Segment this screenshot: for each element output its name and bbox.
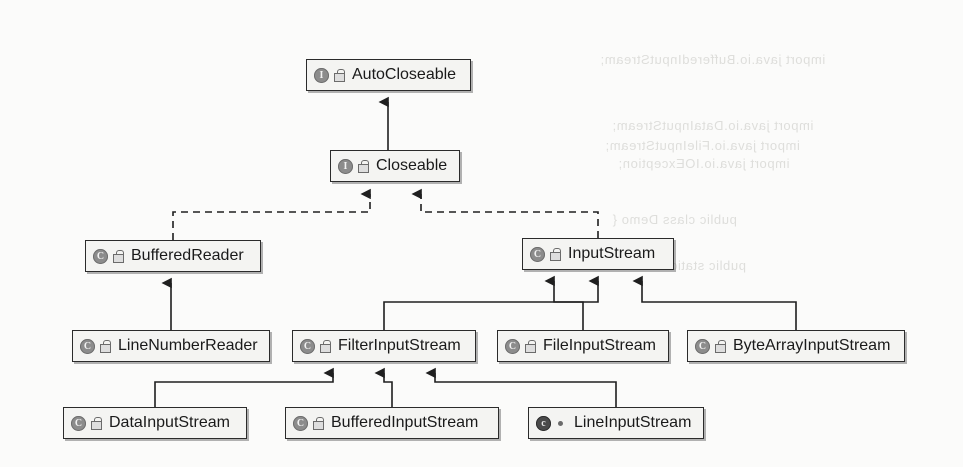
class-node-bufferedinputstream[interactable]: C BufferedInputStream: [285, 407, 499, 439]
lock-icon: [320, 339, 331, 353]
class-node-label: BufferedInputStream: [331, 413, 479, 431]
edge-lineinputstream-filterinputstream: [425, 367, 617, 407]
class-node-inputstream[interactable]: C InputStream: [522, 238, 674, 270]
lock-icon: [525, 339, 536, 353]
class-badge-icon: C: [695, 338, 710, 354]
interface-badge-icon: I: [338, 158, 353, 174]
class-node-label: FilterInputStream: [338, 336, 461, 354]
interface-badge-icon: I: [314, 67, 329, 83]
class-node-label: BufferedReader: [131, 246, 244, 264]
edge-bufferedreader-closeable: [172, 188, 371, 240]
class-node-linenumberreader[interactable]: C LineNumberReader: [72, 330, 270, 362]
lock-icon: [358, 159, 369, 173]
class-node-label: LineNumberReader: [118, 336, 258, 354]
class-node-closeable[interactable]: I Closeable: [330, 150, 460, 182]
lock-icon: [334, 68, 345, 82]
lock-icon: [113, 249, 124, 263]
class-node-label: ByteArrayInputStream: [733, 336, 891, 354]
class-node-fileinputstream[interactable]: C FileInputStream: [497, 330, 669, 362]
class-badge-icon: C: [71, 415, 86, 431]
class-badge-icon: c: [536, 415, 551, 431]
lock-icon: [100, 339, 111, 353]
class-node-label: InputStream: [568, 244, 656, 262]
class-badge-icon: C: [530, 246, 545, 262]
class-badge-icon: C: [505, 338, 520, 354]
class-node-bufferedreader[interactable]: C BufferedReader: [85, 240, 261, 272]
class-node-label: DataInputStream: [109, 413, 230, 431]
lock-icon: [313, 416, 324, 430]
class-node-label: LineInputStream: [574, 413, 692, 431]
class-node-label: Closeable: [376, 156, 448, 174]
class-node-filterinputstream[interactable]: C FilterInputStream: [292, 330, 476, 362]
class-node-lineinputstream[interactable]: c LineInputStream: [528, 407, 704, 439]
edge-bufferedinputstream-filterinputstream: [374, 367, 393, 407]
edge-datainputstream-filterinputstream: [154, 367, 334, 407]
lock-icon: [91, 416, 102, 430]
class-node-label: AutoCloseable: [352, 65, 457, 83]
class-node-label: FileInputStream: [543, 336, 656, 354]
class-badge-icon: C: [293, 415, 308, 431]
dot-icon: [556, 417, 567, 430]
lock-icon: [550, 247, 561, 261]
lock-icon: [715, 339, 726, 353]
class-node-datainputstream[interactable]: C DataInputStream: [63, 407, 247, 439]
class-badge-icon: C: [93, 248, 108, 264]
class-badge-icon: C: [80, 338, 95, 354]
edge-fileinputstream-inputstream: [544, 275, 584, 330]
class-node-autocloseable[interactable]: I AutoCloseable: [306, 59, 471, 91]
edge-filterinputstream-inputstream: [383, 275, 599, 330]
class-badge-icon: C: [300, 338, 315, 354]
edge-bytearrayinputstream-inputstream: [632, 275, 797, 330]
class-node-bytearrayinputstream[interactable]: C ByteArrayInputStream: [687, 330, 905, 362]
edge-inputstream-closeable: [411, 188, 599, 238]
